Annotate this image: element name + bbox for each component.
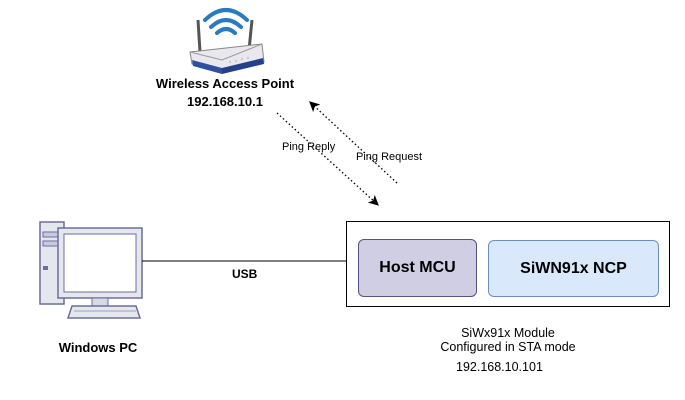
module-caption: SiWx91x Module Configured in STA mode [420, 326, 596, 354]
host-mcu-block: Host MCU [358, 239, 477, 297]
windows-pc-label: Windows PC [58, 340, 138, 355]
module-ip: 192.168.10.101 [456, 360, 543, 374]
module-caption-line2: Configured in STA mode [440, 340, 576, 354]
access-point-ip: 192.168.10.1 [187, 94, 263, 109]
ping-request-label: Ping Request [356, 151, 423, 163]
wifi-router-icon [189, 8, 265, 74]
ping-reply-label: Ping Reply [282, 141, 336, 153]
desktop-computer-icon [39, 221, 143, 319]
usb-label: USB [232, 267, 258, 281]
access-point-name: Wireless Access Point [155, 76, 295, 91]
ping-reply-arrow [276, 112, 379, 206]
module-caption-line1: SiWx91x Module [461, 326, 555, 340]
siwn91x-ncp-block: SiWN91x NCP [488, 240, 659, 297]
